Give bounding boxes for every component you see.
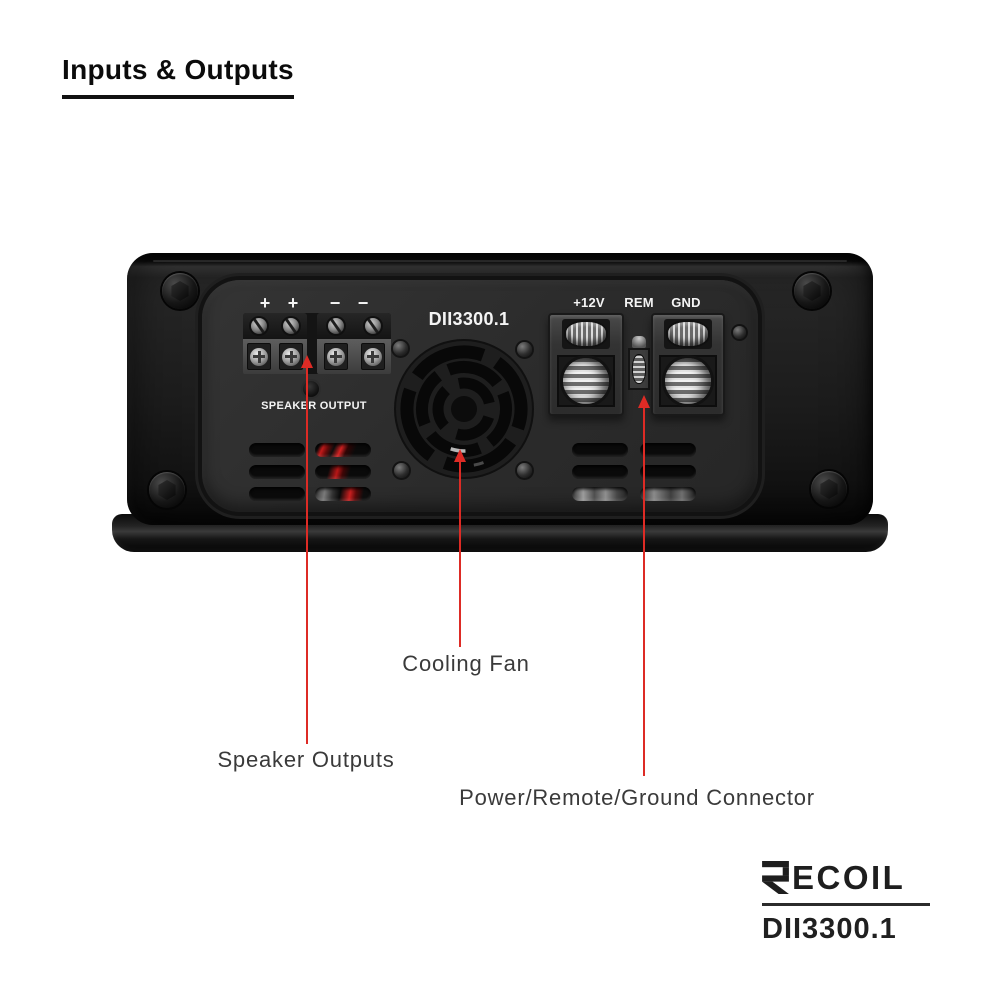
panel-screw-icon <box>394 463 409 478</box>
coil-screw-icon <box>668 322 708 346</box>
case-screw-icon <box>811 471 847 507</box>
phillips-screw-icon <box>363 347 382 366</box>
vent-column <box>640 443 696 501</box>
terminal-window <box>360 343 385 370</box>
power-label-12v: +12V <box>573 295 605 310</box>
phillips-screw-icon <box>326 347 345 366</box>
vent-slot <box>572 487 628 501</box>
power-terminal-12v <box>548 313 624 416</box>
callout-cooling-fan: Cooling Fan <box>402 651 530 676</box>
brand-divider <box>762 903 930 906</box>
panel-screw-icon <box>517 463 532 478</box>
power-terminal-gnd <box>651 313 725 416</box>
speaker-output-label: SPEAKER OUTPUT <box>261 400 367 412</box>
coil-screw-icon <box>665 358 711 404</box>
vent-column <box>249 443 305 501</box>
wire-window <box>659 355 717 407</box>
brand-model: DII3300.1 <box>762 913 897 945</box>
callout-power-connector: Power/Remote/Ground Connector <box>459 785 815 810</box>
vent-slot-wires <box>315 487 371 501</box>
vent-slot <box>640 487 696 501</box>
vent-slot-wires <box>315 465 371 479</box>
vent-slot <box>640 465 696 479</box>
arrow-up-icon <box>454 449 466 462</box>
vent-slot <box>249 487 305 501</box>
brand-block: ECOIL DII3300.1 <box>762 861 930 946</box>
callout-line-speaker <box>306 368 308 744</box>
vent-slot <box>572 443 628 457</box>
speaker-sign-minus: − <box>357 293 369 313</box>
amplifier-panel: + + − − <box>202 280 758 512</box>
speaker-terminal-block <box>243 313 391 374</box>
terminal-window <box>247 343 271 370</box>
set-screw-window <box>664 319 712 349</box>
coil-screw-icon <box>633 355 645 383</box>
panel-screw-icon <box>517 342 532 357</box>
speaker-sign-minus: − <box>329 293 341 313</box>
power-label-rem: REM <box>624 295 654 310</box>
speaker-sign-plus: + <box>259 293 271 313</box>
vent-slot <box>640 443 696 457</box>
arrow-up-icon <box>638 395 650 408</box>
speaker-sign-plus: + <box>287 293 299 313</box>
arrow-up-icon <box>301 355 313 368</box>
panel-screw-icon <box>393 341 408 356</box>
vent-slot <box>249 465 305 479</box>
terminal-screw-icon <box>283 318 299 334</box>
speaker-terminal-pair <box>243 313 307 374</box>
speaker-terminal-pair <box>317 313 391 374</box>
vent-column <box>572 443 628 501</box>
terminal-window <box>279 343 303 370</box>
vent-column <box>315 443 371 501</box>
panel-model-label: DII3300.1 <box>428 309 510 329</box>
coil-screw-icon <box>563 358 609 404</box>
recoil-logo-text: ECOIL <box>792 859 906 896</box>
vent-slot <box>249 443 305 457</box>
vent-slot-wires <box>315 443 371 457</box>
phillips-screw-icon <box>282 347 300 366</box>
recoil-logo: ECOIL <box>762 861 930 894</box>
set-screw-window <box>562 319 610 349</box>
recoil-logo-r-glyph <box>762 861 789 894</box>
remote-terminal <box>628 348 650 390</box>
remote-terminal-clip <box>632 336 646 348</box>
callout-line-power <box>643 408 645 776</box>
case-screw-icon <box>149 472 185 508</box>
coil-screw-icon <box>566 322 606 346</box>
page-title: Inputs & Outputs <box>62 54 294 99</box>
terminal-screw-icon <box>364 318 381 334</box>
terminal-screw-icon <box>327 318 344 334</box>
panel-screw-icon <box>733 326 746 339</box>
cooling-fan <box>394 339 534 479</box>
power-label-gnd: GND <box>671 295 701 310</box>
phillips-screw-icon <box>250 347 268 366</box>
callout-line-fan <box>459 462 461 647</box>
wire-window <box>557 355 615 407</box>
vent-slot <box>572 465 628 479</box>
case-screw-icon <box>794 273 830 309</box>
terminal-screw-icon <box>251 318 267 334</box>
terminal-window <box>323 343 348 370</box>
callout-speaker-outputs: Speaker Outputs <box>217 747 395 772</box>
case-screw-icon <box>162 273 198 309</box>
